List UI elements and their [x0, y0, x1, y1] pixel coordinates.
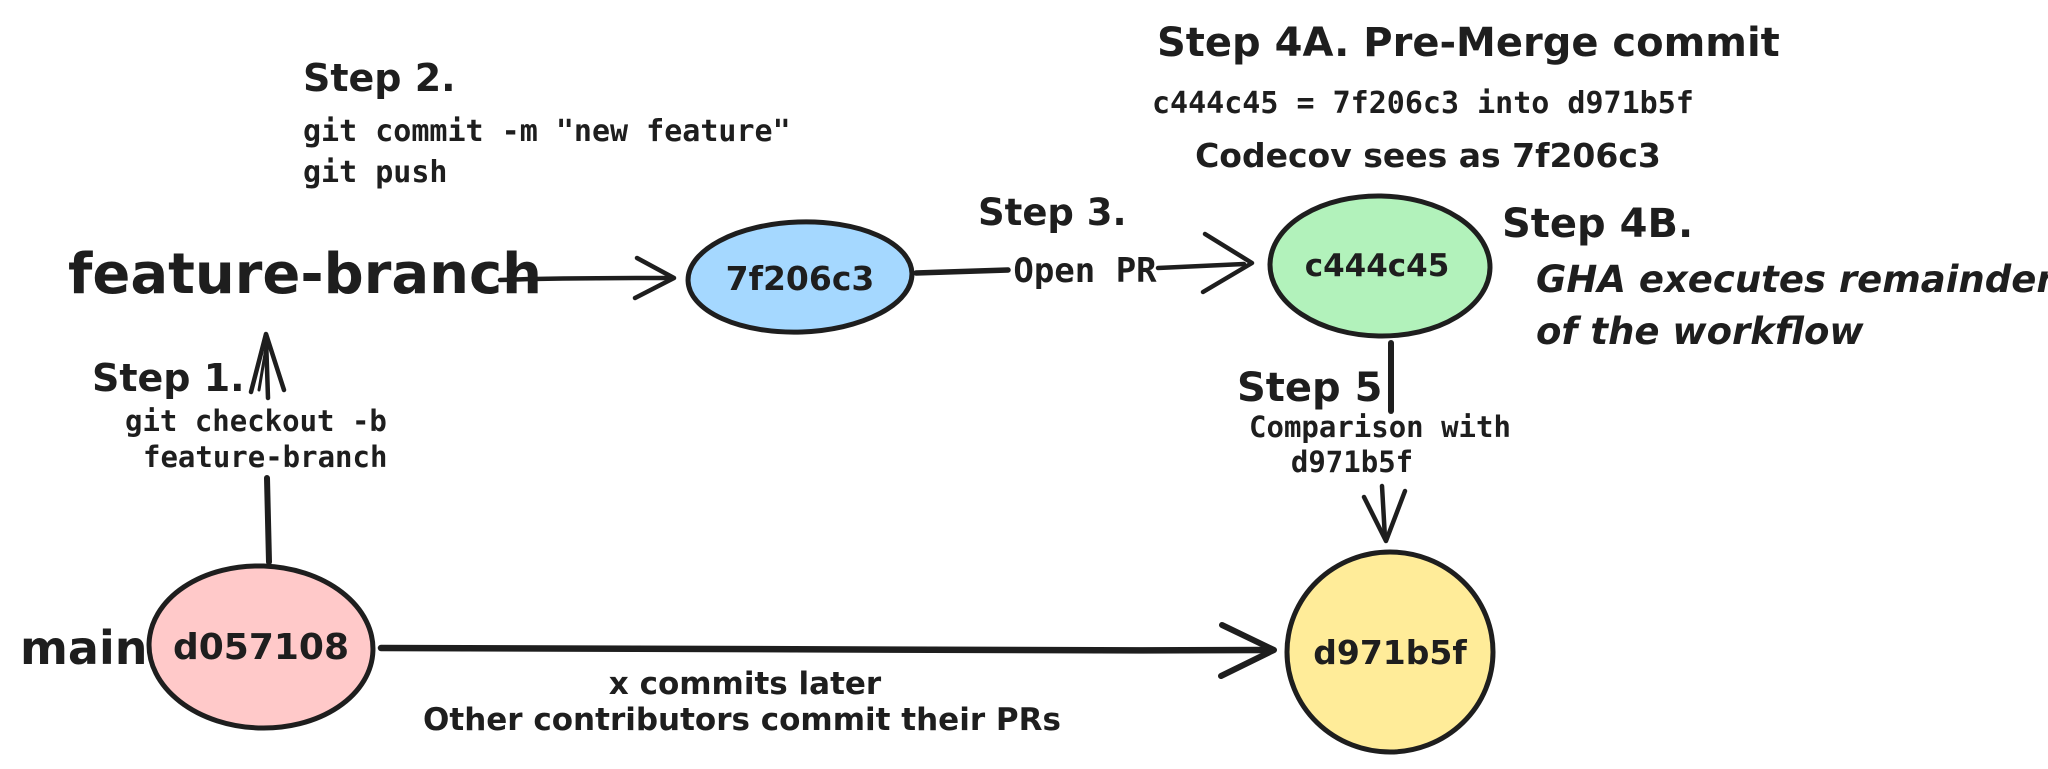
- step1-title: Step 1.: [92, 356, 245, 400]
- feature-branch-label: feature-branch: [68, 242, 542, 307]
- main-arrow-note-1: x commits later: [609, 666, 882, 702]
- node-feature-commit-ellipse: [685, 219, 915, 335]
- step4a-codecov-note: Codecov sees as 7f206c3: [1195, 136, 1661, 175]
- commit-label-feature: 7f206c3: [726, 259, 875, 298]
- step2-command-1: git commit -m "new feature": [303, 114, 791, 149]
- open-pr-label: Open PR: [1013, 251, 1157, 291]
- arrow-step5-down: [1361, 483, 1408, 544]
- commit-label-main-base: d057108: [173, 627, 349, 668]
- step5-line1: Comparison with: [1249, 410, 1511, 444]
- node-main-base-ellipse: [146, 563, 376, 731]
- step4a-title: Step 4A. Pre-Merge commit: [1157, 20, 1780, 66]
- step4b-title: Step 4B.: [1502, 201, 1693, 247]
- commit-label-main-head: d971b5f: [1313, 633, 1467, 672]
- step2-title: Step 2.: [303, 56, 456, 100]
- step5-line2: d971b5f: [1291, 445, 1413, 479]
- arrow-main-timeline: [377, 622, 1277, 679]
- step2-command-2: git push: [303, 155, 448, 190]
- main-arrow-note-2: Other contributors commit their PRs: [423, 702, 1061, 738]
- step3-title: Step 3.: [978, 191, 1127, 234]
- commit-label-premerge: c444c45: [1305, 248, 1450, 284]
- step5-title: Step 5: [1237, 365, 1382, 411]
- arrow-open-pr: [913, 231, 1255, 295]
- arrow-feature-branch-to-commit: [497, 255, 677, 301]
- step1-command-2: feature-branch: [143, 440, 387, 474]
- step1-command-1: git checkout -b: [125, 404, 387, 438]
- arrow-step1-up: [248, 331, 287, 565]
- step4a-detail: c444c45 = 7f206c3 into d971b5f: [1152, 86, 1694, 121]
- node-premerge-commit-ellipse: [1267, 193, 1493, 339]
- step4b-line1: GHA executes remainder: [1536, 258, 2048, 301]
- main-branch-label: main: [20, 621, 148, 675]
- step4b-line2: of the workflow: [1536, 310, 1864, 353]
- node-main-head-circle: [1284, 549, 1496, 755]
